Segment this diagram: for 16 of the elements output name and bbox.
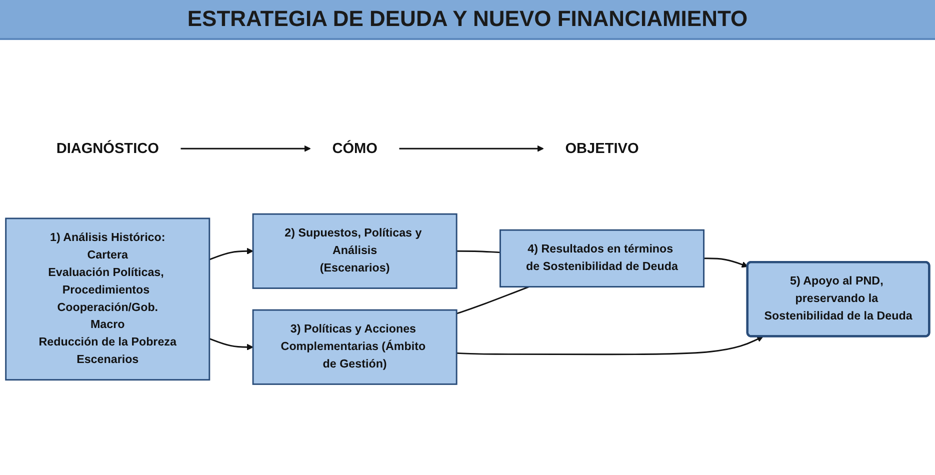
connector [456, 250, 500, 253]
arrow [209, 337, 254, 350]
node-box: 2) Supuestos, Políticas y Análisis (Escenarios) [252, 212, 458, 288]
arrow [180, 144, 311, 152]
arrow [399, 144, 544, 152]
arrow [704, 257, 748, 268]
node-box: 3) Políticas y Acciones Complementarias (Ámbito de Gestión) [252, 308, 458, 384]
arrow [456, 336, 764, 355]
node-text: OBJETIVO [565, 140, 639, 156]
node-box: 4) Resultados en términos de Sostenibilidad de Deuda [499, 228, 705, 287]
arrow [209, 247, 254, 260]
node-box: 1) Análisis Histórico: Cartera Evaluación Políticas, Procedimientos Cooperación/Gob. Macro Reducción de la Pobreza Escenarios [5, 217, 210, 380]
node-text: CÓMO [332, 140, 378, 156]
node-text: DIAGNÓSTICO [56, 140, 159, 156]
title: ESTRATEGIA DE DEUDA Y NUEVO FINANCIAMIENTO [0, 0, 935, 40]
connector [456, 286, 530, 314]
